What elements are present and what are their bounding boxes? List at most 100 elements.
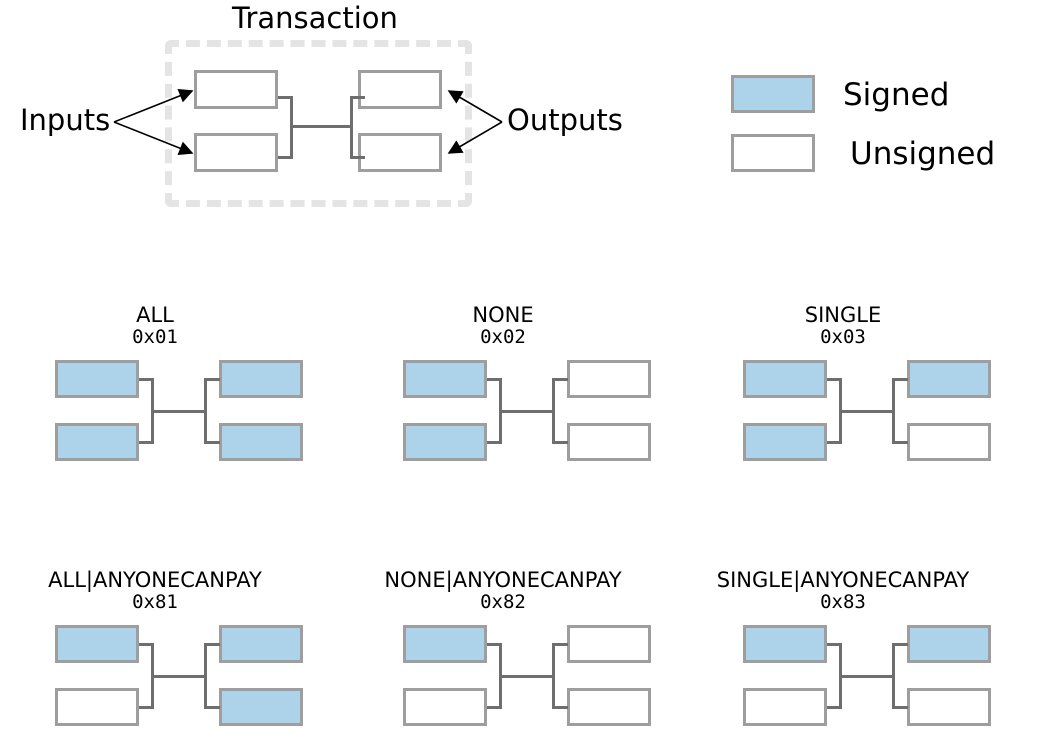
sighash-none-input-2 — [403, 423, 487, 461]
sighash-single-anyonecanpay-connector-stub-out-2 — [892, 706, 908, 709]
sighash-all-output-1 — [219, 360, 303, 398]
sighash-code-none-anyonecanpay: 0x82 — [480, 591, 526, 613]
sighash-all-anyonecanpay-connector-stub-in-1 — [139, 643, 154, 646]
sighash-single-anyonecanpay-connector-bus-right — [892, 643, 895, 709]
transaction-output-1 — [358, 70, 442, 109]
sighash-single-anyonecanpay-connector-stub-in-2 — [827, 706, 842, 709]
sighash-single-anyonecanpay-connector-stub-in-1 — [827, 643, 842, 646]
sighash-none-input-1 — [403, 360, 487, 398]
sighash-single-anyonecanpay-connector-center — [839, 674, 895, 678]
sighash-single-connector-stub-out-1 — [892, 378, 908, 381]
sighash-code-single-anyonecanpay: 0x83 — [820, 591, 866, 613]
sighash-title-all-anyonecanpay: ALL|ANYONECANPAY — [48, 568, 262, 592]
sighash-none-anyonecanpay-connector-stub-in-2 — [487, 706, 502, 709]
legend-label-signed: Signed — [843, 77, 950, 113]
sighash-none-connector-stub-in-2 — [487, 441, 502, 444]
sighash-single-output-1 — [907, 360, 991, 398]
sighash-single-connector-stub-in-1 — [827, 378, 842, 381]
sighash-none-output-1 — [567, 360, 651, 398]
sighash-code-all: 0x01 — [132, 326, 178, 348]
sighash-diagram-none — [368, 355, 651, 465]
sighash-title-none-anyonecanpay: NONE|ANYONECANPAY — [384, 568, 622, 592]
sighash-single-connector-stub-in-2 — [827, 441, 842, 444]
sighash-single-anyonecanpay-output-1 — [907, 625, 991, 663]
transaction-frame — [165, 40, 472, 207]
outputs-label: Outputs — [507, 103, 623, 137]
transaction-connector-bus-right — [350, 96, 353, 159]
sighash-code-single: 0x03 — [820, 326, 866, 348]
sighash-all-anyonecanpay-input-2 — [55, 688, 139, 726]
sighash-single-output-2 — [907, 423, 991, 461]
sighash-diagram-single-anyonecanpay — [708, 620, 991, 730]
sighash-none-connector-stub-out-1 — [552, 378, 568, 381]
sighash-all-connector-bus-right — [204, 378, 207, 444]
sighash-all-anyonecanpay-output-2 — [219, 688, 303, 726]
legend-swatch-unsigned — [731, 134, 815, 172]
sighash-title-all: ALL — [136, 303, 174, 327]
sighash-all-connector-stub-in-2 — [139, 441, 154, 444]
sighash-all-input-2 — [55, 423, 139, 461]
sighash-all-anyonecanpay-connector-stub-in-2 — [139, 706, 154, 709]
sighash-none-anyonecanpay-connector-bus-right — [552, 643, 555, 709]
sighash-none-output-2 — [567, 423, 651, 461]
sighash-none-connector-bus-right — [552, 378, 555, 444]
sighash-all-input-1 — [55, 360, 139, 398]
transaction-title: Transaction — [232, 1, 398, 35]
sighash-all-connector-center — [151, 409, 207, 413]
sighash-none-connector-stub-out-2 — [552, 441, 568, 444]
sighash-none-anyonecanpay-connector-stub-out-2 — [552, 706, 568, 709]
sighash-all-anyonecanpay-connector-bus-right — [204, 643, 207, 709]
sighash-diagram-all — [20, 355, 303, 465]
sighash-single-input-2 — [743, 423, 827, 461]
sighash-all-anyonecanpay-input-1 — [55, 625, 139, 663]
sighash-single-anyonecanpay-output-2 — [907, 688, 991, 726]
sighash-none-connector-center — [499, 409, 555, 413]
transaction-connector-stub-out-1 — [350, 96, 365, 99]
sighash-single-connector-center — [839, 409, 895, 413]
sighash-all-anyonecanpay-output-1 — [219, 625, 303, 663]
transaction-input-2 — [194, 133, 278, 172]
sighash-none-anyonecanpay-input-1 — [403, 625, 487, 663]
transaction-connector-center — [290, 125, 353, 128]
sighash-single-connector-stub-out-2 — [892, 441, 908, 444]
sighash-all-connector-stub-out-1 — [204, 378, 220, 381]
sighash-title-none: NONE — [472, 303, 534, 327]
sighash-code-none: 0x02 — [480, 326, 526, 348]
sighash-diagram-none-anyonecanpay — [368, 620, 651, 730]
sighash-all-connector-stub-out-2 — [204, 441, 220, 444]
sighash-all-anyonecanpay-connector-stub-out-1 — [204, 643, 220, 646]
sighash-code-all-anyonecanpay: 0x81 — [132, 591, 178, 613]
transaction-input-1 — [194, 70, 278, 109]
sighash-single-anyonecanpay-input-2 — [743, 688, 827, 726]
sighash-single-anyonecanpay-connector-stub-out-1 — [892, 643, 908, 646]
transaction-connector-stub-out-2 — [350, 156, 365, 159]
legend-swatch-signed — [731, 75, 815, 113]
sighash-none-anyonecanpay-input-2 — [403, 688, 487, 726]
legend-label-unsigned: Unsigned — [850, 136, 996, 172]
sighash-none-anyonecanpay-output-2 — [567, 688, 651, 726]
sighash-none-anyonecanpay-connector-stub-in-1 — [487, 643, 502, 646]
transaction-connector-stub-in-2 — [278, 156, 293, 159]
sighash-single-anyonecanpay-input-1 — [743, 625, 827, 663]
transaction-output-2 — [358, 133, 442, 172]
sighash-diagram-all-anyonecanpay — [20, 620, 303, 730]
inputs-label: Inputs — [20, 103, 111, 137]
sighash-diagram-single — [708, 355, 991, 465]
sighash-all-output-2 — [219, 423, 303, 461]
transaction-connector-stub-in-1 — [278, 96, 293, 99]
sighash-none-connector-stub-in-1 — [487, 378, 502, 381]
sighash-title-single: SINGLE — [804, 303, 882, 327]
sighash-all-connector-stub-in-1 — [139, 378, 154, 381]
sighash-all-anyonecanpay-connector-stub-out-2 — [204, 706, 220, 709]
sighash-single-input-1 — [743, 360, 827, 398]
sighash-title-single-anyonecanpay: SINGLE|ANYONECANPAY — [716, 568, 970, 592]
sighash-none-anyonecanpay-output-1 — [567, 625, 651, 663]
sighash-none-anyonecanpay-connector-center — [499, 674, 555, 678]
